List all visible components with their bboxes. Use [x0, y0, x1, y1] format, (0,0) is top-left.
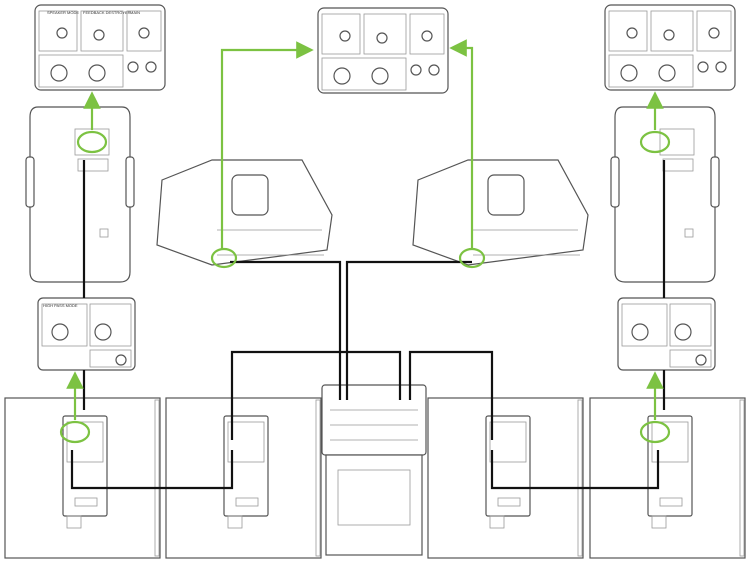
- subwoofer-1: [4, 397, 161, 559]
- left-floor-monitor: [156, 159, 333, 266]
- right-sub-panel: [617, 297, 716, 371]
- mixer: [321, 384, 427, 556]
- high-pass-label: HIGH PASS MODE: [43, 303, 78, 308]
- right-floor-monitor: [412, 159, 589, 266]
- left-speaker-rear-panel: [34, 4, 166, 91]
- feedback-label: FEEDBACK DESTROYER: [83, 10, 131, 15]
- left-sub-panel: [37, 297, 136, 371]
- cables: [70, 160, 666, 490]
- center-wedge-rear-panel: [317, 7, 449, 94]
- speaker-mode-label: SPEAKER MODE: [47, 10, 79, 15]
- subwoofer-4: [589, 397, 746, 559]
- right-speaker-rear-panel: [604, 4, 736, 91]
- subwoofer-3: [427, 397, 584, 559]
- left-main-speaker: [25, 106, 135, 283]
- main-label: MAIN: [130, 10, 140, 15]
- subwoofer-2: [165, 397, 322, 559]
- signal-highlights: [59, 39, 671, 444]
